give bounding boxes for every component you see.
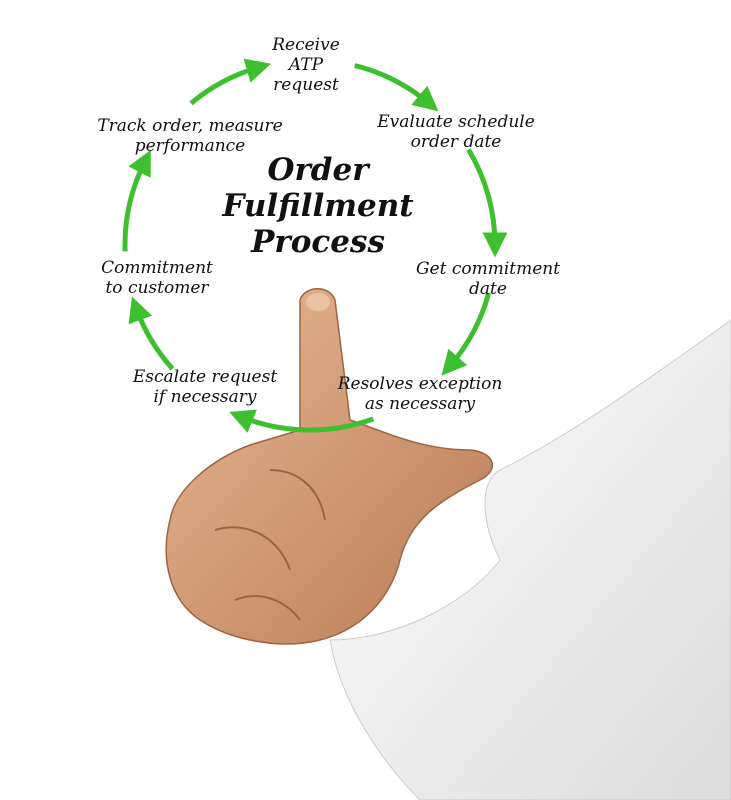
step-text: as necessary [364,394,476,414]
step-escalate-request: Escalate request if necessary [133,367,277,407]
step-evaluate-schedule: Evaluate schedule order date [377,112,535,152]
step-resolves-exception: Resolves exception as necessary [338,374,503,414]
step-receive-atp-request: Receive ATP request [272,35,340,95]
step-text: performance [134,136,246,156]
title-line: Fulfillment [222,188,414,224]
cycle-arrow [122,149,151,252]
cycle-arrow [354,63,439,112]
diagram-title: Order Fulfillment Process [222,152,413,260]
step-track-order: Track order, measure performance [97,116,282,156]
title-line: Order [267,152,369,188]
step-text: order date [410,132,502,152]
step-text: Resolves exception [337,374,503,394]
cycle-arrow [128,296,175,371]
step-text: if necessary [153,387,257,407]
step-text: Evaluate schedule [377,112,535,132]
cycle-arrow [466,148,508,258]
step-text: date [469,279,507,299]
cycle-arrow [229,409,375,433]
fingernail [306,293,330,311]
cycle-arrow [189,58,272,106]
step-text: request [273,75,339,95]
step-text: Track order, measure [97,116,283,136]
step-text: Escalate request [132,367,278,387]
cycle-arrows [122,58,508,433]
step-text: Receive [272,35,340,55]
step-get-commitment-date: Get commitment date [416,259,560,299]
title-line: Process [251,224,385,260]
step-text: ATP [288,55,324,75]
cycle-arrow [441,292,492,376]
step-text: Commitment [101,258,213,278]
step-text: Get commitment [415,259,561,279]
pointing-hand [165,288,494,645]
step-commitment-to-customer: Commitment to customer [101,258,213,298]
step-text: to customer [105,278,209,298]
shirt-sleeve [329,319,731,800]
